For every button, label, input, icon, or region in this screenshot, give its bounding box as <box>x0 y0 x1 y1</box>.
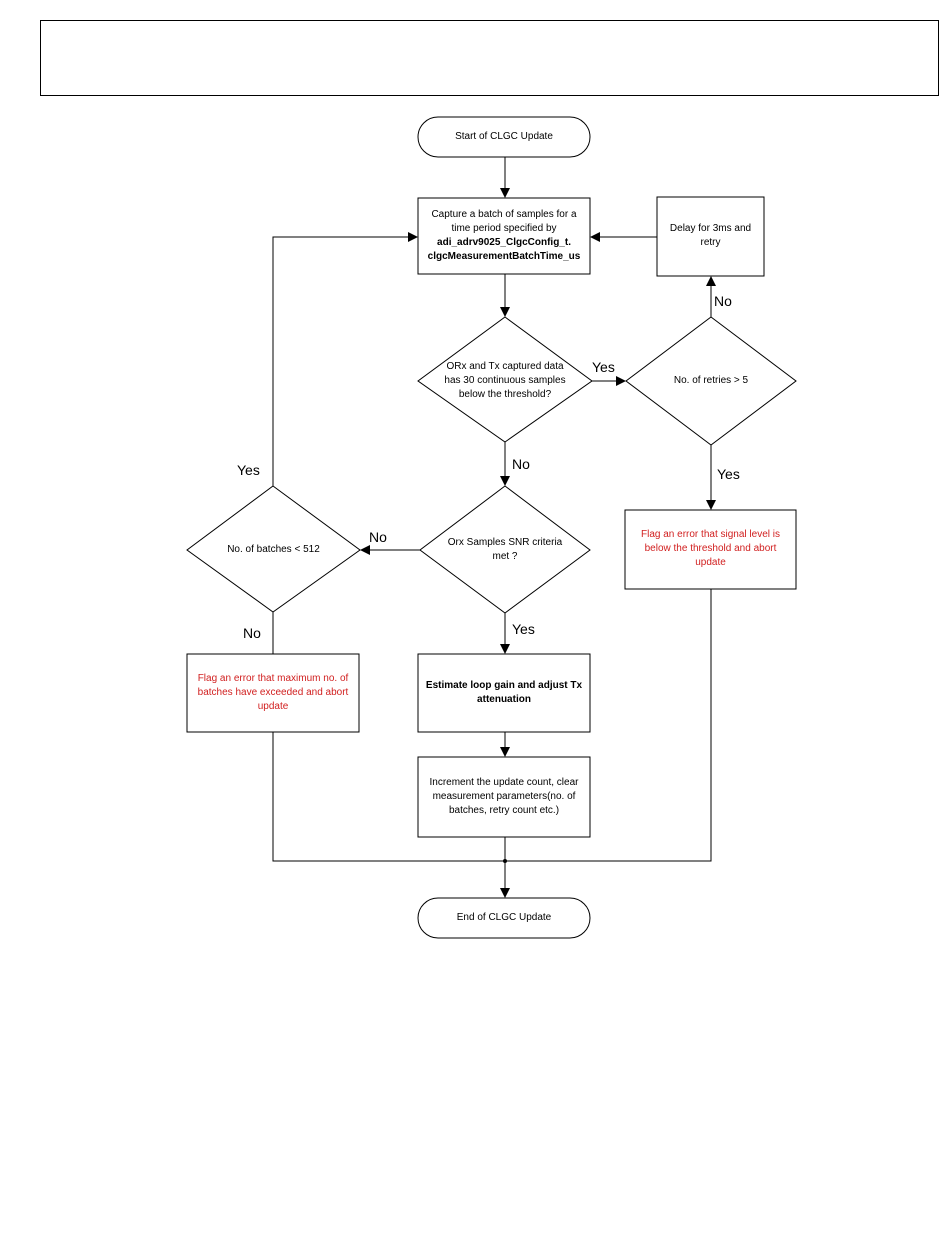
end-label: End of CLGC Update <box>456 912 552 923</box>
edge-label-retries-yes: Yes <box>717 466 740 482</box>
delay-line-2: retry <box>700 237 721 248</box>
increment-label: Increment the update count, clear measur… <box>418 776 590 818</box>
retries-check-label: No. of retries > 5 <box>673 375 749 386</box>
end-terminator <box>417 897 591 939</box>
capture-line-4: clgcMeasurementBatchTime_us <box>427 251 581 262</box>
error-signal-label: Flag an error that signal level is below… <box>625 528 796 570</box>
error-signal-line-2: below the threshold and abort <box>644 543 777 554</box>
capture-line-1: Capture a batch of samples for a <box>431 209 577 220</box>
header-box <box>40 20 939 96</box>
increment-box <box>417 756 591 838</box>
start-terminator <box>417 116 591 158</box>
delay-label: Delay for 3ms and retry <box>657 222 764 250</box>
estimate-label: Estimate loop gain and adjust Tx attenua… <box>418 679 590 707</box>
snr-check-label: Orx Samples SNR criteria met ? <box>420 536 590 564</box>
increment-line-2: measurement parameters(no. of <box>432 791 576 802</box>
edge-label-batches-no: No <box>243 625 261 641</box>
error-signal-line-1: Flag an error that signal level is <box>641 529 780 540</box>
error-batches-line-3: update <box>257 701 289 712</box>
edge-label-batches-yes: Yes <box>237 462 260 478</box>
start-label: Start of CLGC Update <box>455 131 553 142</box>
edge-label-retries-no: No <box>714 293 732 309</box>
connector-error-signal-merge <box>505 589 712 862</box>
error-batches-line-1: Flag an error that maximum no. of <box>197 673 349 684</box>
batches-check-label: No. of batches < 512 <box>227 544 320 555</box>
delay-line-1: Delay for 3ms and <box>669 223 752 234</box>
edge-label-snr-no: No <box>369 529 387 545</box>
connector-batches-yes <box>272 232 418 486</box>
orx-line-1: ORx and Tx captured data <box>446 361 564 372</box>
orx-line-3: below the threshold? <box>458 389 552 400</box>
capture-label: Capture a batch of samples for a time pe… <box>418 208 590 264</box>
edge-label-orx-no: No <box>512 456 530 472</box>
delay-box <box>656 196 765 277</box>
estimate-line-2: attenuation <box>477 694 531 705</box>
capture-line-2: time period specified by <box>451 223 557 234</box>
increment-line-3: batches, retry count etc.) <box>448 805 560 816</box>
snr-line-1: Orx Samples SNR criteria <box>447 537 563 548</box>
error-signal-box <box>624 509 797 590</box>
orx-check-label: ORx and Tx captured data has 30 continuo… <box>418 360 592 402</box>
estimate-box <box>417 653 591 733</box>
capture-box <box>417 197 591 275</box>
orx-line-2: has 30 continuous samples <box>444 375 566 386</box>
error-signal-line-3: update <box>695 557 726 568</box>
error-batches-line-2: batches have exceeded and abort <box>197 687 349 698</box>
edge-label-orx-yes: Yes <box>592 359 615 375</box>
merge-junction <box>503 859 507 863</box>
increment-line-1: Increment the update count, clear <box>429 777 579 788</box>
edge-label-snr-yes: Yes <box>512 621 535 637</box>
capture-line-3: adi_adrv9025_ClgcConfig_t. <box>437 237 571 248</box>
error-batches-label: Flag an error that maximum no. of batche… <box>187 672 359 714</box>
snr-line-2: met ? <box>492 551 518 562</box>
estimate-line-1: Estimate loop gain and adjust Tx <box>425 680 583 691</box>
connector-error-batches-merge <box>272 732 505 862</box>
